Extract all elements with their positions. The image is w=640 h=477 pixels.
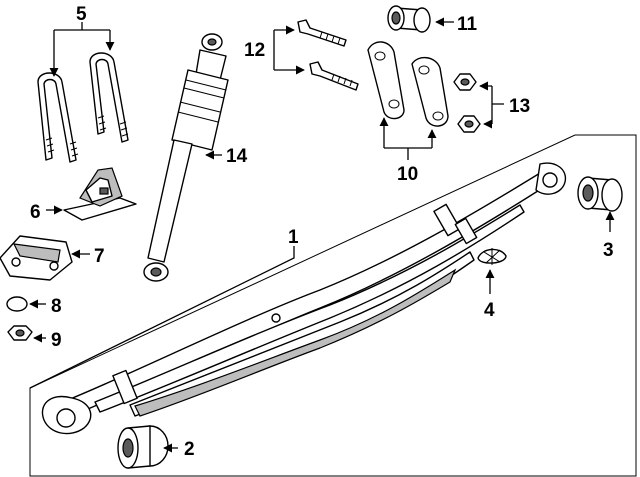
callout-11: 11 bbox=[457, 14, 478, 35]
callout-9: 9 bbox=[51, 330, 62, 351]
callout-4: 4 bbox=[484, 300, 495, 321]
callout-14: 14 bbox=[226, 146, 248, 167]
u-bolt-nut[interactable] bbox=[7, 325, 33, 341]
washer[interactable] bbox=[6, 296, 28, 312]
spacer-block[interactable] bbox=[63, 167, 137, 221]
bump-stopper[interactable] bbox=[477, 248, 507, 265]
callout-10: 10 bbox=[397, 164, 418, 185]
leader-lines bbox=[29, 17, 615, 453]
shackle-bushing[interactable] bbox=[387, 5, 431, 33]
rear-bushing[interactable] bbox=[577, 176, 623, 212]
callout-2: 2 bbox=[184, 439, 195, 460]
assembly-outline-box bbox=[29, 134, 637, 477]
callout-13: 13 bbox=[509, 96, 530, 117]
callout-5: 5 bbox=[76, 4, 87, 25]
callout-7: 7 bbox=[94, 246, 105, 267]
callout-3: 3 bbox=[603, 240, 614, 261]
shackle-bolts[interactable] bbox=[297, 19, 359, 91]
front-bushing[interactable] bbox=[117, 425, 169, 469]
u-bolts[interactable] bbox=[37, 52, 129, 163]
callout-1: 1 bbox=[288, 227, 299, 248]
callout-12: 12 bbox=[244, 40, 265, 61]
callout-8: 8 bbox=[51, 296, 62, 317]
shackle-nuts[interactable] bbox=[453, 73, 481, 133]
callout-6: 6 bbox=[30, 202, 41, 223]
shock-absorber[interactable] bbox=[143, 33, 229, 282]
shackle-plates[interactable] bbox=[367, 41, 449, 127]
leaf-spring-assembly[interactable] bbox=[41, 162, 567, 435]
spring-plate[interactable] bbox=[0, 235, 73, 281]
